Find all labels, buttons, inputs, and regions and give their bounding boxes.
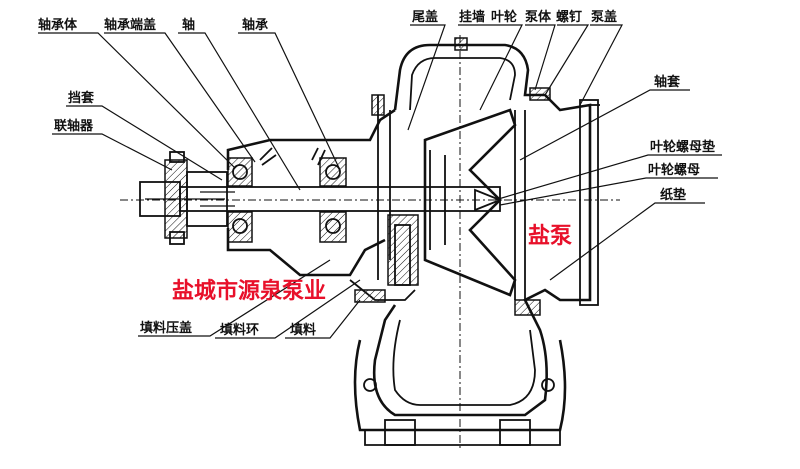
label-screw: 螺钉 [556, 9, 582, 25]
product-watermark: 盐泵 [528, 224, 572, 249]
label-impeller-nut-washer: 叶轮螺母垫 [650, 139, 715, 155]
label-retaining-sleeve: 挡套 [68, 90, 95, 106]
shaft [179, 186, 501, 212]
company-watermark: 盐城市源泉泵业 [172, 278, 326, 304]
label-packing-gland: 填料压盖 [140, 320, 192, 336]
label-bearing-end-cover: 轴承端盖 [104, 17, 156, 33]
label-wall: 挂墙 [459, 9, 485, 25]
pump-body [353, 37, 600, 446]
leader-lines [38, 24, 722, 339]
label-paper-gasket: 纸垫 [660, 187, 686, 203]
impeller [423, 108, 526, 300]
packing-box [349, 214, 419, 303]
label-packing-ring: 填料环 [220, 322, 259, 338]
label-shaft-sleeve: 轴套 [654, 74, 681, 90]
label-coupling: 联轴器 [54, 118, 94, 134]
label-bearing-body: 轴承体 [38, 17, 78, 33]
label-impeller: 叶轮 [491, 9, 517, 25]
bearing-housing [226, 94, 396, 280]
label-packing: 填料 [290, 322, 316, 338]
label-pump-cover: 泵盖 [591, 9, 617, 25]
label-shaft: 轴 [182, 17, 195, 33]
coupling [139, 151, 228, 245]
label-pump-body: 泵体 [525, 9, 552, 25]
label-bearing: 轴承 [242, 17, 268, 33]
label-impeller-nut: 叶轮螺母 [648, 162, 700, 178]
label-tail-cover: 尾盖 [412, 9, 438, 25]
